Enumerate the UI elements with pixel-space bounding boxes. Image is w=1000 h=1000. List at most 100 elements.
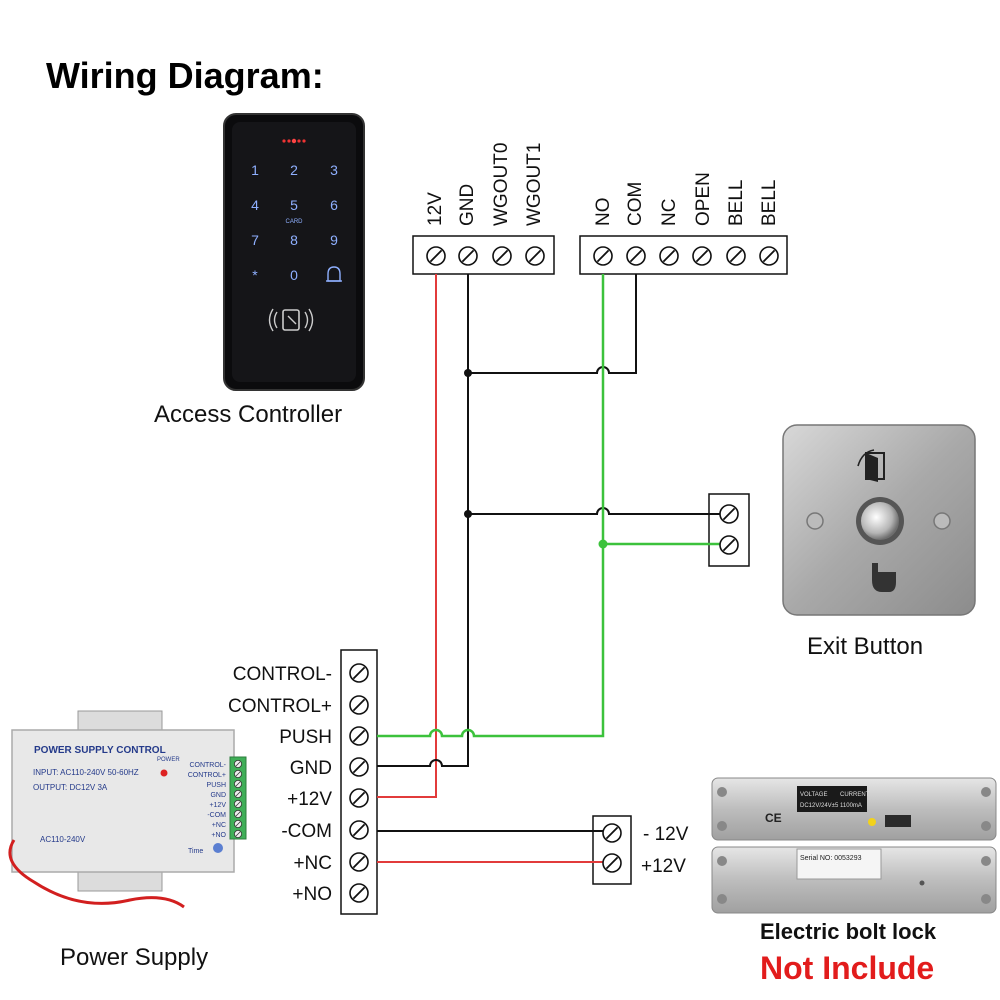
terminal-label-wgout1: WGOUT1 xyxy=(524,143,545,226)
psu-label-12v: +12V xyxy=(287,789,332,810)
psu-ac-text: AC110-240V xyxy=(40,835,86,844)
lock-serial-sticker xyxy=(796,848,882,880)
lock-screw xyxy=(717,787,727,797)
psu-screw-nc xyxy=(349,852,369,872)
status-leds xyxy=(282,138,306,144)
psu-screw-com xyxy=(349,820,369,840)
wire-exit-gnd-black xyxy=(468,507,729,515)
terminal-label-no: NO xyxy=(593,198,614,227)
lock-current-text: CURRENT xyxy=(840,792,870,798)
controller-screw-bell xyxy=(726,246,746,266)
terminal-label-com: COM xyxy=(625,182,646,226)
wire-12v-red xyxy=(377,274,437,798)
lock-screw xyxy=(981,821,991,831)
psu-panel-screw xyxy=(233,780,242,789)
psu-input-text: INPUT: AC110-240V 50-60HZ xyxy=(33,768,139,777)
exit-push-button xyxy=(861,502,899,540)
lock-screw xyxy=(717,894,727,904)
psu-panel-label-control: CONTROL- xyxy=(189,762,226,769)
diagram-title: Wiring Diagram: xyxy=(46,55,324,96)
lock-label: Electric bolt lock xyxy=(760,919,937,944)
psu-panel-screw xyxy=(233,800,242,809)
controller-screw-wgout0 xyxy=(492,246,512,266)
controller-screw-bell xyxy=(759,246,779,266)
psu-panel-screw xyxy=(233,830,242,839)
exit-terminal-screw-1 xyxy=(719,504,739,524)
lock-voltage-text: VOLTAGE xyxy=(800,792,827,798)
psu-panel-label-push: PUSH xyxy=(207,782,226,789)
controller-screw-12v xyxy=(426,246,446,266)
exit-button xyxy=(782,424,976,616)
lock-keyhole xyxy=(919,880,925,886)
controller-screw-no xyxy=(593,246,613,266)
power-supply: POWER SUPPLY CONTROL INPUT: AC110-240V 5… xyxy=(8,710,247,909)
lock-switch xyxy=(885,815,911,827)
lock-voltage-value: DC12V/24V±5 xyxy=(800,803,839,809)
terminal-label-12v: 12V xyxy=(425,192,446,226)
psu-panel-label-no: +NO xyxy=(211,832,226,839)
psu-panel-screw xyxy=(233,770,242,779)
lock-screw xyxy=(981,856,991,866)
lock-not-included-note: Not Include xyxy=(760,950,934,986)
wire-push-green xyxy=(377,274,605,738)
junction-dot xyxy=(598,539,608,549)
psu-panel-label-12v: +12V xyxy=(209,802,226,809)
controller-screw-open xyxy=(692,246,712,266)
junction-dot xyxy=(464,369,472,377)
lock-screw xyxy=(717,821,727,831)
psu-screw-control xyxy=(349,695,369,715)
keypad-face xyxy=(232,122,356,382)
psu-panel-screw xyxy=(233,810,242,819)
door-icon xyxy=(857,449,885,482)
terminal-label-open: OPEN xyxy=(693,172,714,226)
controller-terminal-block-right xyxy=(579,235,788,275)
lock-screw xyxy=(981,894,991,904)
key-6: 6 xyxy=(330,197,338,213)
psu-label-nc: +NC xyxy=(293,853,332,874)
lock-strike-plate xyxy=(711,846,997,914)
wire-gnd-black xyxy=(377,274,469,767)
psu-power-text: POWER xyxy=(157,757,180,763)
key-0: 0 xyxy=(290,267,298,283)
electric-bolt-lock: VOLTAGE DC12V/24V±5 CURRENT 1100mA CE Se… xyxy=(711,777,997,914)
exit-screw-right xyxy=(933,512,951,530)
bell-icon xyxy=(326,266,342,282)
psu-terminal-block xyxy=(340,649,378,915)
exit-button-label: Exit Button xyxy=(807,633,923,660)
psu-screw-control xyxy=(349,663,369,683)
exit-terminal-screw-2 xyxy=(719,535,739,555)
wiring xyxy=(377,274,729,863)
controller-terminal-labels: 12V GND WGOUT0 WGOUT1 NO COM NC OPEN BEL… xyxy=(425,143,780,226)
junction-dot xyxy=(464,510,472,518)
key-2: 2 xyxy=(290,162,298,178)
exit-screw-left xyxy=(806,512,824,530)
psu-screw-no xyxy=(349,883,369,903)
psu-panel-label-gnd: GND xyxy=(210,792,226,799)
terminal-label-wgout0: WGOUT0 xyxy=(491,143,512,226)
psu-time-knob-icon xyxy=(213,843,223,853)
psu-time-text: Time xyxy=(188,848,203,855)
key-1: 1 xyxy=(251,162,259,178)
psu-label-gnd: GND xyxy=(290,758,332,779)
lock-status-led xyxy=(868,818,876,826)
lock-spec-label xyxy=(797,786,867,812)
lock-screw xyxy=(717,856,727,866)
psu-panel-label-nc: +NC xyxy=(212,822,226,829)
psu-label-com: -COM xyxy=(281,821,332,842)
lock-terminal-neg-label: - 12V xyxy=(643,824,689,845)
lock-ce-mark: CE xyxy=(765,811,782,825)
psu-label-no: +NO xyxy=(292,884,332,905)
psu-label-push: PUSH xyxy=(279,727,332,748)
card-text: CARD xyxy=(285,219,303,225)
psu-screw-push xyxy=(349,726,369,746)
access-controller-label: Access Controller xyxy=(154,401,342,428)
lock-current-value: 1100mA xyxy=(840,803,862,809)
psu-panel-screw xyxy=(233,820,242,829)
terminal-label-bell-2: BELL xyxy=(759,180,780,226)
controller-screw-gnd xyxy=(458,246,478,266)
controller-screw-com xyxy=(626,246,646,266)
psu-output-text: OUTPUT: DC12V 3A xyxy=(33,783,108,792)
